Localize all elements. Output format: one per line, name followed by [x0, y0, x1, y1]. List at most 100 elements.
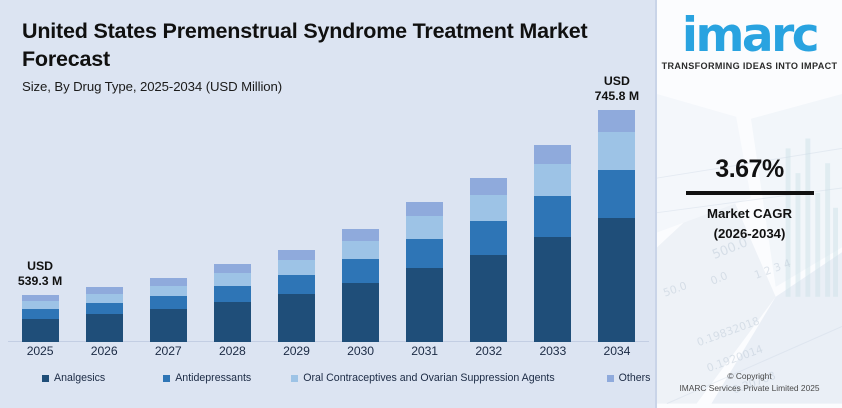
- bar-segment[interactable]: [598, 169, 636, 219]
- bar-segment[interactable]: [534, 164, 572, 196]
- bar-group-2027[interactable]: [136, 96, 200, 342]
- chart-legend: Analgesics Antidepressants Oral Contracept…: [0, 372, 655, 384]
- legend-item[interactable]: Oral Contraceptives and Ovarian Suppress…: [291, 372, 555, 384]
- bar-segment[interactable]: [21, 295, 59, 302]
- bar-segment[interactable]: [342, 259, 380, 283]
- bar-segment[interactable]: [470, 178, 508, 195]
- bar-group-2031[interactable]: [393, 96, 457, 342]
- legend-label: Oral Contraceptives and Ovarian Suppress…: [303, 372, 555, 384]
- x-axis-tick-2026: 2026: [90, 344, 118, 358]
- stacked-bar[interactable]: [149, 278, 187, 342]
- cagr-label-line1: Market CAGR: [706, 205, 792, 221]
- bar-group-2026[interactable]: [72, 96, 136, 342]
- bar-segment[interactable]: [21, 318, 59, 342]
- bar-segment[interactable]: [149, 278, 187, 286]
- bar-segment[interactable]: [277, 260, 315, 275]
- callout-currency: USD: [27, 258, 54, 273]
- bar-segment[interactable]: [406, 202, 444, 217]
- x-axis-tick-2025: 2025: [26, 344, 54, 358]
- legend-swatch-icon: [163, 374, 171, 382]
- bar-segment[interactable]: [534, 195, 572, 238]
- x-axis-tick-2033: 2033: [539, 344, 567, 358]
- cagr-divider: [685, 191, 814, 195]
- bar-segment[interactable]: [149, 285, 187, 296]
- x-axis-tick-2034: 2034: [603, 344, 631, 358]
- x-axis-tick-2028: 2028: [218, 344, 246, 358]
- bar-segment[interactable]: [85, 314, 123, 342]
- bar-segment[interactable]: [598, 218, 636, 342]
- bar-segment[interactable]: [342, 282, 380, 342]
- bar-segment[interactable]: [277, 274, 315, 295]
- stacked-bar[interactable]: [213, 264, 251, 342]
- bar-segment[interactable]: [149, 309, 187, 342]
- stacked-bar[interactable]: [598, 110, 636, 342]
- bar-segment[interactable]: [470, 194, 508, 221]
- bar-segment[interactable]: [85, 302, 123, 315]
- bar-segment[interactable]: [213, 285, 251, 302]
- bar-segment[interactable]: [277, 294, 315, 342]
- bar-segment[interactable]: [342, 241, 380, 260]
- bar-segment[interactable]: [85, 293, 123, 303]
- bar-segment[interactable]: [149, 295, 187, 310]
- bar-segment[interactable]: [470, 220, 508, 256]
- bar-segment[interactable]: [342, 229, 380, 242]
- bar-group-2030[interactable]: [329, 96, 393, 342]
- bar-segment[interactable]: [213, 301, 251, 342]
- bar-segment[interactable]: [534, 145, 572, 165]
- bar-segment[interactable]: [470, 255, 508, 342]
- chart-subtitle: Size, By Drug Type, 2025-2034 (USD Milli…: [22, 79, 283, 95]
- bar-group-2033[interactable]: [521, 96, 585, 342]
- copyright-line-1: © Copyright: [727, 371, 772, 382]
- bar-segment[interactable]: [598, 132, 636, 170]
- bar-segment[interactable]: [213, 264, 251, 273]
- bar-segment[interactable]: [277, 250, 315, 261]
- bar-segment[interactable]: [534, 237, 572, 342]
- svg-text:0.0: 0.0: [709, 269, 730, 288]
- legend-item[interactable]: Antidepressants: [163, 372, 251, 384]
- legend-swatch-icon: [291, 374, 299, 382]
- bar-segment[interactable]: [85, 287, 123, 294]
- legend-swatch-icon: [606, 374, 614, 382]
- brand-tagline: TRANSFORMING IDEAS INTO IMPACT: [661, 60, 838, 71]
- cagr-value: 3.67%: [715, 155, 784, 183]
- brand-panel: 500.0 0.0 1 2 3 4 0.19832018 0.1920014 0…: [655, 0, 842, 408]
- legend-item[interactable]: Others: [606, 372, 651, 384]
- axis-baseline: [8, 341, 649, 342]
- bar-segment[interactable]: [406, 268, 444, 342]
- stacked-bar[interactable]: [534, 145, 572, 342]
- bar-segment[interactable]: [598, 110, 636, 133]
- bar-segment[interactable]: [21, 301, 59, 309]
- imarc-logo: imarc: [681, 8, 820, 63]
- chart-header: United States Premenstrual Syndrome Trea…: [0, 14, 655, 94]
- bar-group-2029[interactable]: [264, 96, 328, 342]
- bar-group-2028[interactable]: [200, 96, 264, 342]
- copyright-line-2: IMARC Services Private Limited 2025: [679, 383, 820, 394]
- stacked-bar[interactable]: [470, 178, 508, 342]
- bar-group-2032[interactable]: [457, 96, 521, 342]
- callout-currency: USD: [603, 73, 630, 88]
- stacked-bar[interactable]: [277, 250, 315, 342]
- page-title: United States Premenstrual Syndrome Trea…: [22, 19, 588, 71]
- stacked-bar[interactable]: [406, 202, 444, 342]
- bar-segment[interactable]: [406, 216, 444, 239]
- stacked-bar[interactable]: [342, 229, 380, 342]
- brand-logo-block: imarc TRANSFORMING IDEAS INTO IMPACT: [657, 0, 842, 71]
- legend-label: Antidepressants: [175, 372, 252, 384]
- cagr-block: 3.67% Market CAGR (2026-2034): [657, 155, 842, 244]
- stacked-bar[interactable]: [21, 295, 59, 342]
- chart-panel: United States Premenstrual Syndrome Trea…: [0, 14, 655, 384]
- x-axis-tick-2030: 2030: [347, 344, 374, 358]
- bar-segment[interactable]: [21, 308, 59, 319]
- legend-item[interactable]: Analgesics: [42, 372, 105, 384]
- callout-value: 539.3 M: [17, 273, 63, 288]
- bar-segment[interactable]: [406, 238, 444, 269]
- x-axis-tick-2027: 2027: [154, 344, 182, 358]
- stacked-bar[interactable]: [85, 287, 123, 342]
- legend-label: Others: [618, 372, 651, 384]
- legend-label: Analgesics: [54, 372, 106, 384]
- bar-segment[interactable]: [213, 272, 251, 286]
